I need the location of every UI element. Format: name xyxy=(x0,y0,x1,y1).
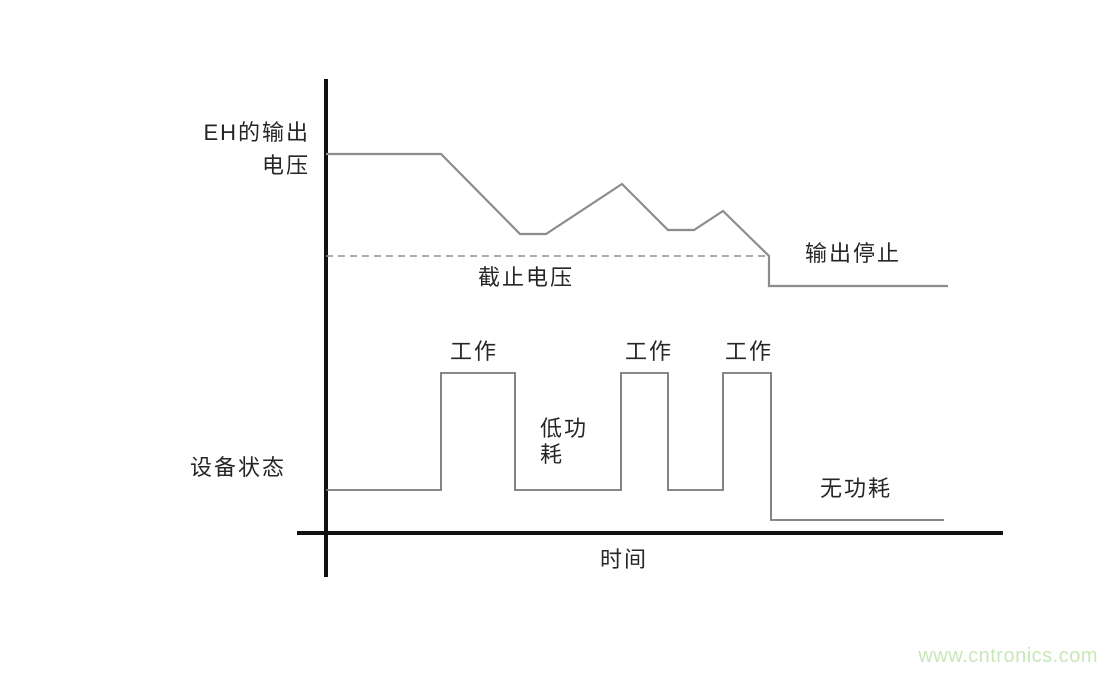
work-label-1: 工作 xyxy=(450,339,499,364)
y-axis-label-voltage: EH的输出 电压 xyxy=(203,116,310,182)
work-label-3: 工作 xyxy=(725,339,774,364)
low-power-label-line2: 耗 xyxy=(540,442,565,467)
work-label-2: 工作 xyxy=(625,339,674,364)
y-axis-label-device-state: 设备状态 xyxy=(190,455,287,480)
eh-output-voltage-curve xyxy=(326,152,948,288)
watermark-text: www.cntronics.com xyxy=(918,645,1098,667)
low-power-label-line1: 低功 xyxy=(540,416,589,441)
device-state-curve xyxy=(326,372,944,521)
no-power-label: 无功耗 xyxy=(820,476,893,501)
x-axis-label-time: 时间 xyxy=(600,547,649,572)
y-axis-label-voltage-line1: EH的输出 xyxy=(203,120,310,145)
output-stop-label: 输出停止 xyxy=(805,241,902,266)
low-power-label: 低功 耗 xyxy=(540,416,588,468)
cutoff-voltage-label: 截止电压 xyxy=(478,265,575,290)
y-axis-label-voltage-line2: 电压 xyxy=(261,153,310,178)
